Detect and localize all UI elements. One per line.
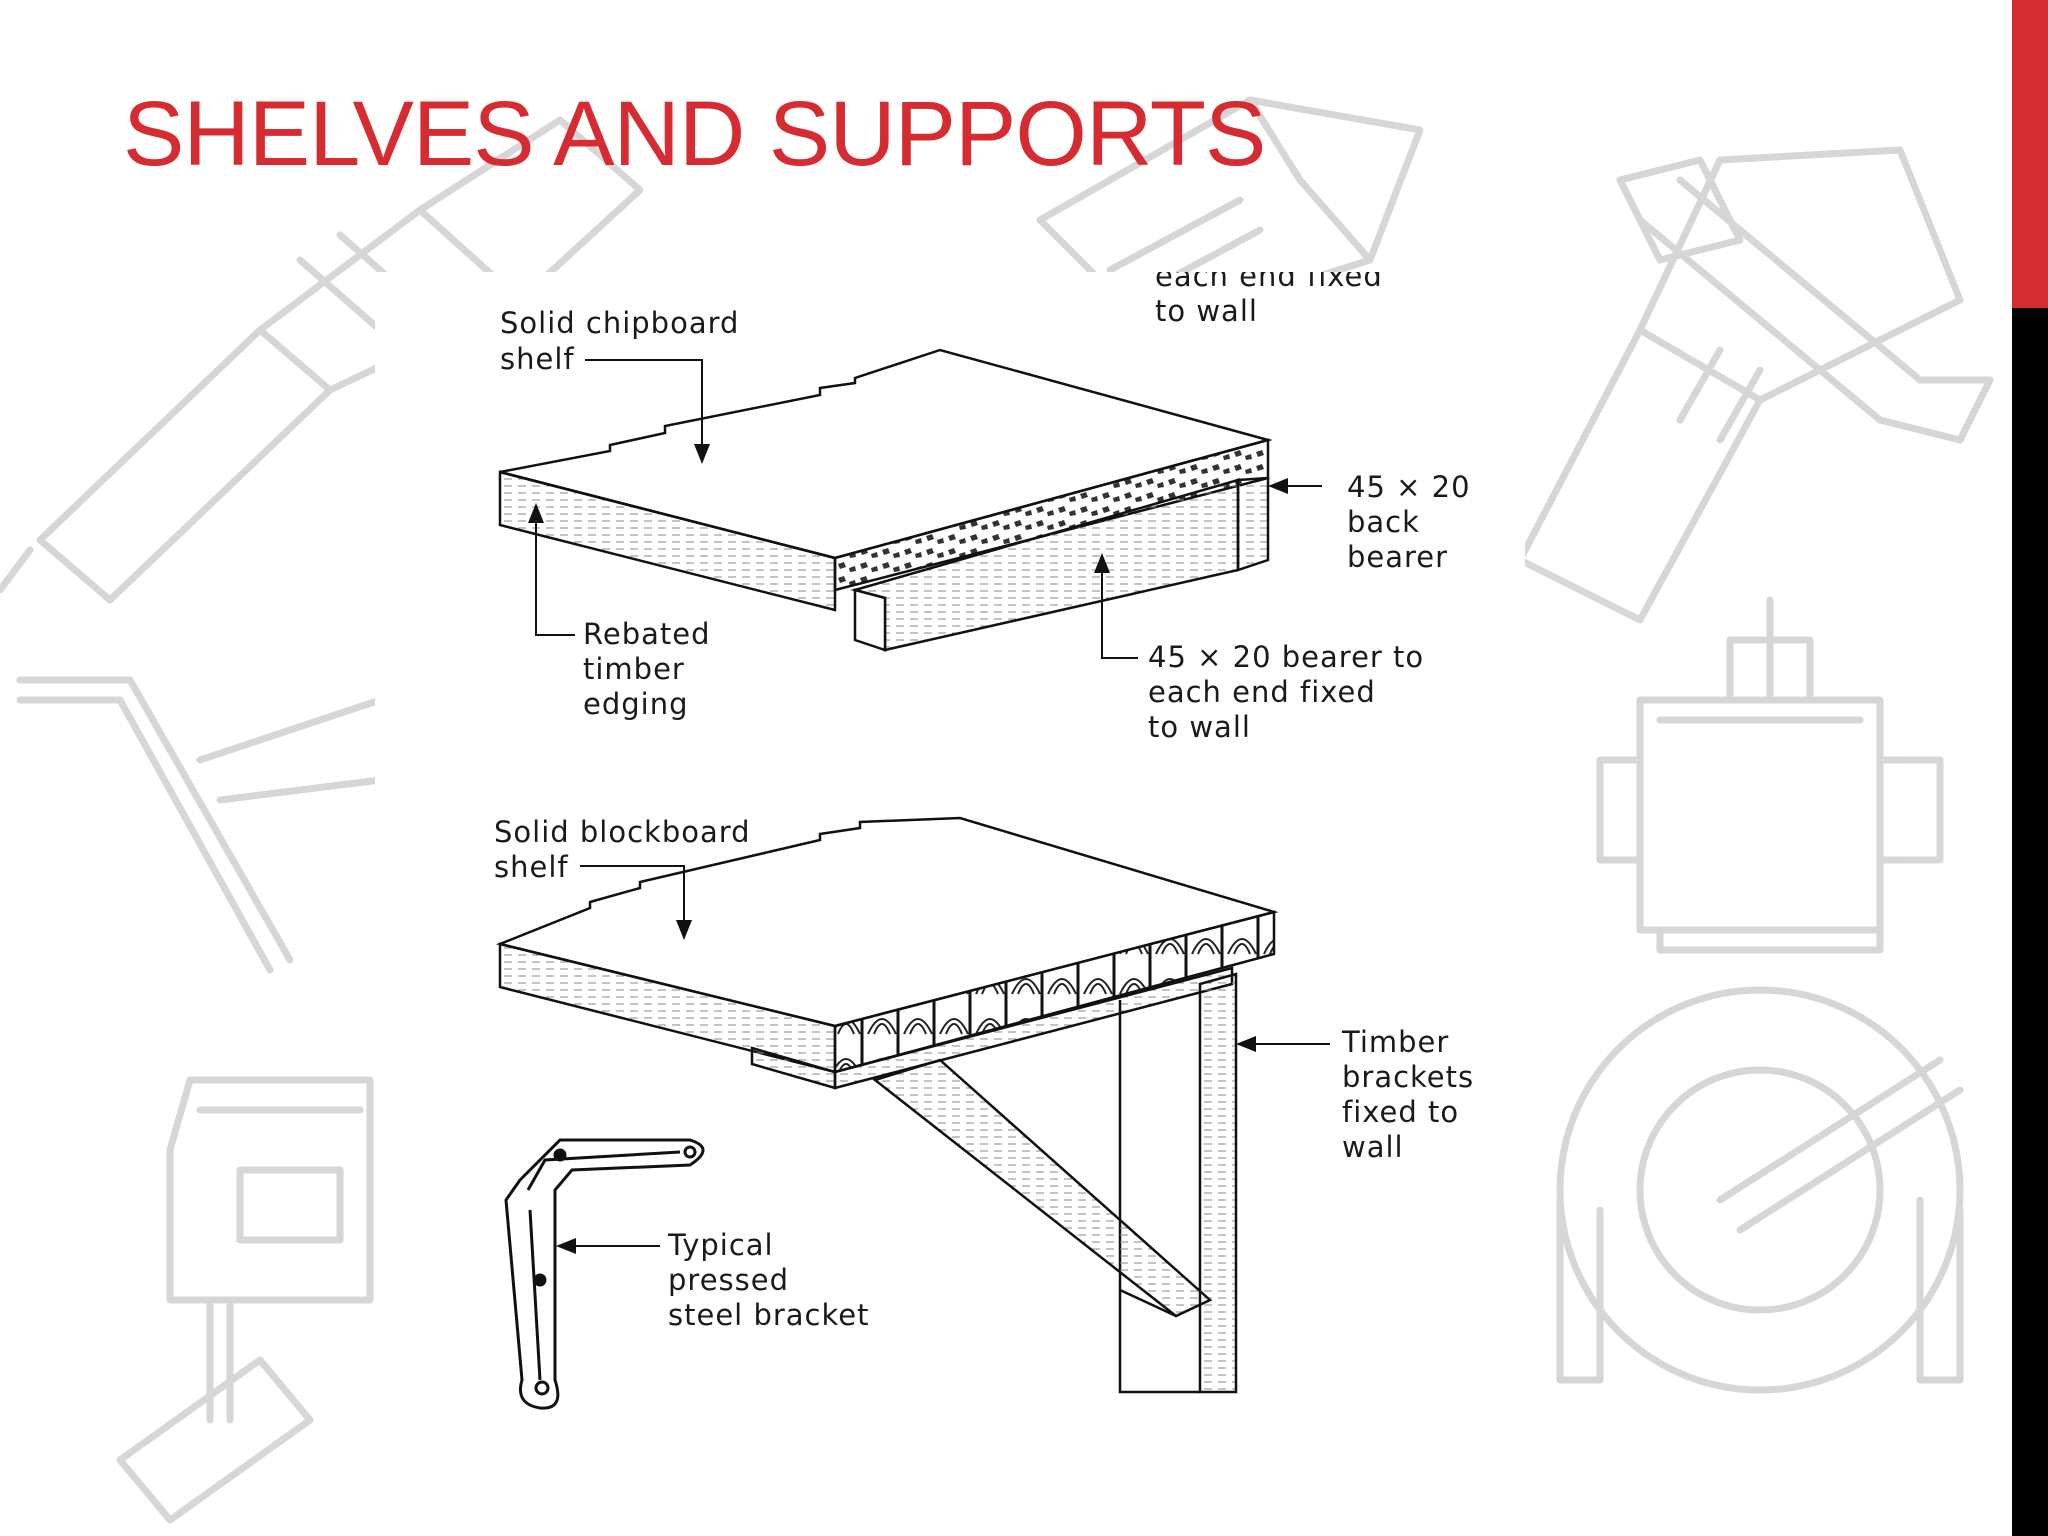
chipboard-shelf-drawing xyxy=(498,348,1273,652)
label-steel-bracket: Typical pressed steel bracket xyxy=(667,1228,869,1332)
blockboard-shelf-leaders xyxy=(556,865,1330,1254)
drill-icon xyxy=(1516,146,1964,624)
label-rebated-edging-line-3: edging xyxy=(583,687,689,721)
label-shelf-blockboard-line-1: Solid blockboard xyxy=(494,815,751,849)
label-shelf-chipboard-line-1: Solid chipboard xyxy=(500,306,739,340)
label-timber-brackets: Timber brackets fixed to wall xyxy=(1341,1025,1474,1164)
label-steel-bracket-line-3: steel bracket xyxy=(668,1298,869,1332)
slide-title: SHELVES AND SUPPORTS xyxy=(123,83,1266,185)
label-rebated-edging-line-1: Rebated xyxy=(583,617,711,651)
label-end-bearer-line-3: to wall xyxy=(1148,710,1251,744)
label-timber-brackets-line-2: brackets xyxy=(1342,1060,1474,1094)
label-cut-end-fixed: each end fixed to wall xyxy=(1155,272,1383,328)
label-end-bearer: 45 × 20 bearer to each end fixed to wall xyxy=(1148,640,1424,744)
label-rebated-edging-line-2: timber xyxy=(583,652,685,686)
wrench-icon xyxy=(1616,156,1994,444)
label-back-bearer-line-3: bearer xyxy=(1347,540,1448,574)
label-shelf-blockboard: Solid blockboard shelf xyxy=(494,815,751,884)
steel-bracket-drawing xyxy=(504,1138,705,1410)
label-steel-bracket-line-1: Typical xyxy=(667,1228,774,1262)
label-cut-end-fixed-line-2: to wall xyxy=(1155,294,1258,328)
label-end-bearer-line-2: each end fixed xyxy=(1148,675,1376,709)
label-rebated-edging: Rebated timber edging xyxy=(583,617,711,721)
label-timber-brackets-line-4: wall xyxy=(1342,1130,1404,1164)
accent-bar-black xyxy=(2012,308,2048,1536)
label-shelf-chipboard: Solid chipboard shelf xyxy=(500,306,739,376)
label-timber-brackets-line-3: fixed to xyxy=(1342,1095,1459,1129)
label-back-bearer-line-2: back xyxy=(1347,505,1420,539)
router-icon xyxy=(1596,596,1944,954)
blockboard-shelf-drawing xyxy=(495,816,1279,1394)
label-end-bearer-line-1: 45 × 20 bearer to xyxy=(1148,640,1424,674)
figure-panel: Solid chipboard shelf each end fixed to … xyxy=(375,272,1525,1536)
label-back-bearer-line-1: 45 × 20 xyxy=(1347,470,1471,504)
accent-bar-red xyxy=(2012,0,2048,308)
chipboard-shelf-leaders xyxy=(528,359,1322,659)
label-steel-bracket-line-2: pressed xyxy=(668,1263,789,1297)
shelf-diagram: Solid chipboard shelf each end fixed to … xyxy=(494,272,1474,1410)
label-shelf-blockboard-line-2: shelf xyxy=(494,850,569,884)
circular-saw-icon xyxy=(1556,986,1964,1394)
wheelbarrow-icon xyxy=(16,676,384,974)
label-back-bearer: 45 × 20 back bearer xyxy=(1347,470,1471,574)
side-accent-bar xyxy=(2012,0,2048,1536)
label-timber-brackets-line-1: Timber xyxy=(1341,1025,1449,1059)
label-cut-end-fixed-line-1: each end fixed xyxy=(1155,272,1383,293)
label-shelf-chipboard-line-2: shelf xyxy=(500,342,575,376)
